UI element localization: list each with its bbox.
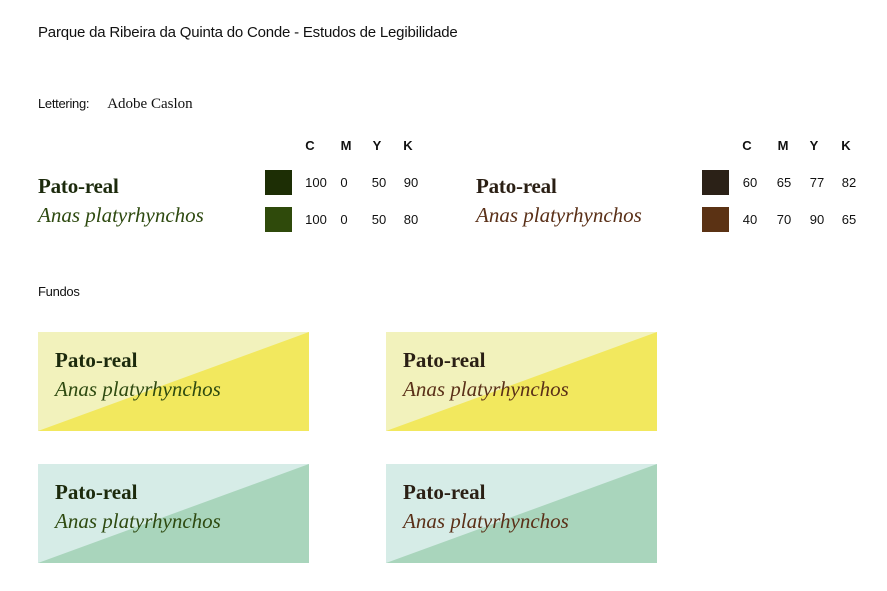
cmyk-header-y: Y [809, 138, 819, 153]
swatch-dark-green [265, 170, 292, 195]
cmyk-value: 0 [340, 175, 348, 190]
cmyk-header-k: K [841, 138, 851, 153]
card-background [38, 332, 309, 431]
cmyk-value: 90 [809, 212, 825, 227]
common-name: Pato-real [403, 480, 486, 504]
cmyk-value: 100 [305, 212, 327, 227]
card-background [38, 464, 309, 563]
common-name: Pato-real [55, 480, 138, 504]
scientific-name: Anas platyrhynchos [55, 509, 221, 533]
cmyk-value: 100 [305, 175, 327, 190]
cmyk-header-m: M [777, 138, 789, 153]
scientific-name: Anas platyrhynchos [476, 203, 642, 227]
cmyk-header-m: M [340, 138, 352, 153]
card-background [386, 332, 657, 431]
card-background [386, 464, 657, 563]
scientific-name: Anas platyrhynchos [55, 377, 221, 401]
scientific-name: Anas platyrhynchos [38, 203, 204, 227]
cmyk-value: 65 [841, 212, 857, 227]
card-text: Pato-real Anas platyrhynchos [55, 480, 221, 534]
lettering-font-name: Adobe Caslon [107, 96, 193, 112]
cmyk-value: 50 [371, 212, 387, 227]
card-text: Pato-real Anas platyrhynchos [403, 480, 569, 534]
lettering-label: Lettering: [38, 96, 90, 111]
common-name: Pato-real [38, 174, 119, 198]
palette-green-names: Pato-real Anas platyrhynchos [38, 174, 204, 228]
common-name: Pato-real [55, 348, 138, 372]
page-title: Parque da Ribeira da Quinta do Conde - E… [38, 24, 458, 41]
swatch-green [265, 207, 292, 232]
scientific-name: Anas platyrhynchos [403, 509, 569, 533]
card-text: Pato-real Anas platyrhynchos [55, 348, 221, 402]
cmyk-value: 40 [742, 212, 758, 227]
palette-brown-names: Pato-real Anas platyrhynchos [476, 174, 642, 228]
cmyk-header-k: K [403, 138, 413, 153]
cmyk-value: 77 [809, 175, 825, 190]
background-card-mint-brown: Pato-real Anas platyrhynchos [386, 464, 657, 563]
cmyk-header-y: Y [372, 138, 382, 153]
swatch-dark-brown [702, 170, 729, 195]
background-card-yellow-green: Pato-real Anas platyrhynchos [38, 332, 309, 431]
lettering-row: Lettering: Adobe Caslon [38, 96, 193, 113]
cmyk-value: 60 [742, 175, 758, 190]
cmyk-value: 90 [403, 175, 419, 190]
common-name: Pato-real [476, 174, 557, 198]
background-card-mint-green: Pato-real Anas platyrhynchos [38, 464, 309, 563]
card-text: Pato-real Anas platyrhynchos [403, 348, 569, 402]
cmyk-value: 50 [371, 175, 387, 190]
cmyk-value: 80 [403, 212, 419, 227]
cmyk-value: 65 [776, 175, 792, 190]
cmyk-value: 70 [776, 212, 792, 227]
cmyk-header-c: C [305, 138, 315, 153]
fundos-label: Fundos [38, 284, 80, 299]
cmyk-value: 0 [340, 212, 348, 227]
common-name: Pato-real [403, 348, 486, 372]
cmyk-value: 82 [841, 175, 857, 190]
scientific-name: Anas platyrhynchos [403, 377, 569, 401]
swatch-brown [702, 207, 729, 232]
cmyk-header-c: C [742, 138, 752, 153]
background-card-yellow-brown: Pato-real Anas platyrhynchos [386, 332, 657, 431]
